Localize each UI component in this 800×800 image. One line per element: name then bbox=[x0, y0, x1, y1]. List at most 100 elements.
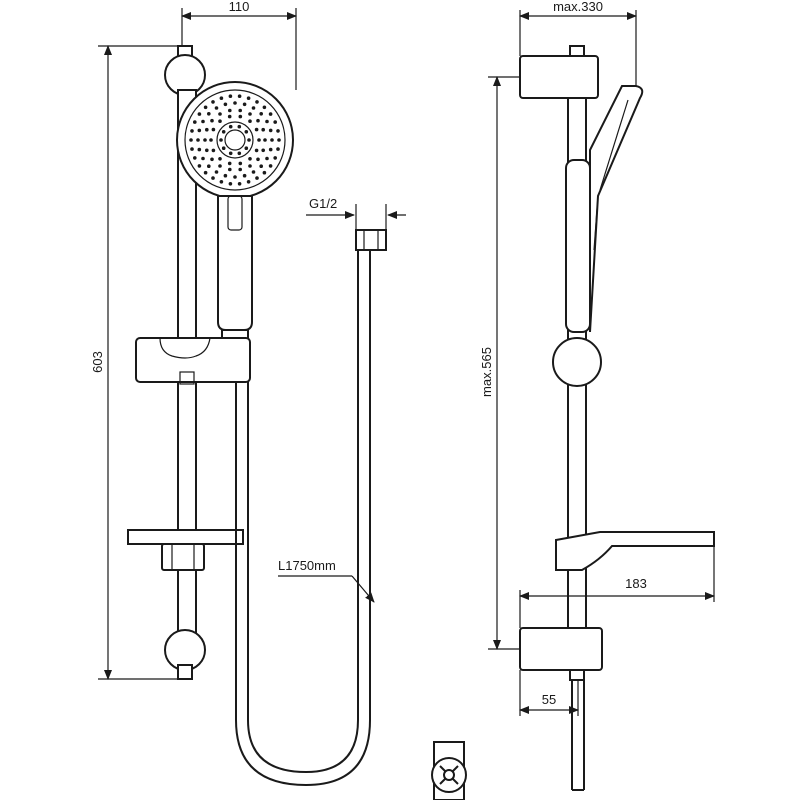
spray-nozzle bbox=[248, 157, 252, 161]
spray-nozzle bbox=[197, 128, 202, 133]
spray-nozzle bbox=[201, 156, 205, 161]
spray-nozzle bbox=[244, 130, 249, 134]
spray-nozzle bbox=[218, 112, 222, 116]
side-bottom-bracket bbox=[519, 627, 603, 681]
spray-nozzle bbox=[219, 96, 224, 100]
spray-nozzle bbox=[276, 147, 280, 151]
spray-nozzle bbox=[242, 173, 247, 178]
spray-nozzle bbox=[223, 102, 228, 107]
spray-nozzle bbox=[254, 127, 259, 132]
dim-label-hose: L1750mm bbox=[278, 558, 336, 573]
spray-nozzle bbox=[255, 100, 259, 104]
spray-nozzle bbox=[218, 157, 222, 161]
dim-max-330: max.330 bbox=[519, 0, 637, 86]
spray-nozzle bbox=[197, 164, 202, 168]
dim-height-603: 603 bbox=[90, 45, 180, 680]
hand-shower-handle bbox=[217, 195, 253, 331]
spray-nozzle bbox=[268, 147, 273, 152]
side-slider-ball bbox=[552, 337, 602, 387]
spray-nozzle bbox=[265, 156, 269, 161]
spray-nozzle bbox=[238, 167, 242, 172]
spray-nozzle bbox=[262, 170, 267, 175]
spray-nozzle bbox=[263, 138, 267, 142]
side-soap-shelf bbox=[555, 531, 715, 578]
front-bottom-bracket bbox=[164, 629, 206, 680]
spray-nozzle bbox=[246, 180, 251, 184]
spray-nozzle bbox=[270, 138, 274, 142]
spray-nozzle bbox=[228, 94, 233, 98]
spray-nozzle bbox=[273, 156, 278, 160]
spray-nozzle bbox=[197, 112, 202, 116]
spray-nozzle bbox=[265, 119, 269, 124]
spray-nozzle bbox=[277, 138, 281, 142]
spray-nozzle bbox=[237, 182, 242, 186]
spray-nozzle bbox=[247, 138, 251, 142]
spray-nozzle bbox=[237, 124, 242, 129]
spray-nozzle bbox=[203, 105, 208, 110]
spray-nozzle bbox=[238, 114, 243, 119]
dim-max-565: max.565 bbox=[479, 76, 520, 650]
spray-nozzle bbox=[207, 112, 211, 116]
shower-hose bbox=[235, 250, 371, 787]
spray-nozzle bbox=[233, 101, 237, 105]
spray-nozzle bbox=[211, 148, 216, 153]
spray-nozzle bbox=[228, 182, 233, 186]
spray-nozzle bbox=[197, 147, 202, 152]
spray-nozzle bbox=[262, 105, 267, 110]
dim-label-183: 183 bbox=[625, 576, 647, 591]
spray-nozzle bbox=[227, 114, 232, 119]
hose-connector bbox=[355, 229, 387, 251]
spray-nozzle bbox=[238, 108, 242, 113]
spray-nozzle bbox=[256, 118, 260, 123]
spray-nozzle bbox=[219, 138, 223, 142]
spray-nozzle bbox=[259, 112, 264, 116]
spray-nozzle bbox=[255, 176, 259, 180]
spray-nozzle bbox=[218, 119, 222, 123]
dim-label-max330: max.330 bbox=[553, 0, 603, 14]
spray-nozzle bbox=[244, 146, 249, 150]
spray-nozzle bbox=[248, 119, 252, 123]
side-shower-head bbox=[589, 85, 644, 333]
spray-nozzle bbox=[196, 138, 200, 142]
spray-nozzle bbox=[211, 127, 216, 132]
spray-nozzle bbox=[221, 130, 226, 134]
spray-nozzle bbox=[214, 170, 219, 174]
side-view bbox=[519, 45, 715, 791]
spray-nozzle bbox=[219, 180, 224, 184]
spray-nozzle bbox=[203, 170, 208, 175]
spray-nozzles bbox=[189, 94, 281, 186]
spray-nozzle bbox=[259, 164, 264, 168]
dim-183: 183 bbox=[519, 546, 715, 628]
dim-55: 55 bbox=[519, 670, 579, 716]
dim-label-110: 110 bbox=[229, 0, 250, 14]
front-top-bracket bbox=[164, 45, 206, 96]
spray-nozzle bbox=[210, 157, 214, 162]
spray-nozzle bbox=[268, 128, 273, 133]
spray-nozzle bbox=[238, 161, 243, 166]
spray-nozzle bbox=[237, 94, 242, 98]
spray-nozzle bbox=[203, 138, 207, 142]
dim-label-max565: max.565 bbox=[479, 347, 494, 397]
spray-nozzle bbox=[273, 120, 278, 124]
spray-nozzle bbox=[190, 129, 194, 133]
spray-nozzle bbox=[251, 170, 256, 174]
spray-nozzle bbox=[254, 148, 259, 153]
spray-nozzle bbox=[205, 148, 209, 153]
spray-nozzle bbox=[237, 151, 242, 156]
spray-nozzle bbox=[233, 175, 237, 179]
spray-nozzle bbox=[228, 167, 232, 172]
spray-nozzle bbox=[228, 151, 233, 156]
spray-nozzle bbox=[256, 157, 260, 162]
spray-nozzle bbox=[189, 138, 193, 142]
front-view bbox=[127, 45, 467, 800]
dim-hose-length: L1750mm bbox=[278, 558, 375, 603]
spray-nozzle bbox=[211, 176, 215, 180]
dim-label-55: 55 bbox=[542, 692, 556, 707]
spray-nozzle bbox=[242, 102, 247, 107]
dim-label-603: 603 bbox=[90, 351, 105, 373]
spray-nozzle bbox=[209, 138, 213, 142]
spray-nozzle bbox=[261, 148, 266, 153]
spray-nozzle bbox=[190, 147, 194, 151]
spray-nozzle bbox=[268, 112, 273, 116]
